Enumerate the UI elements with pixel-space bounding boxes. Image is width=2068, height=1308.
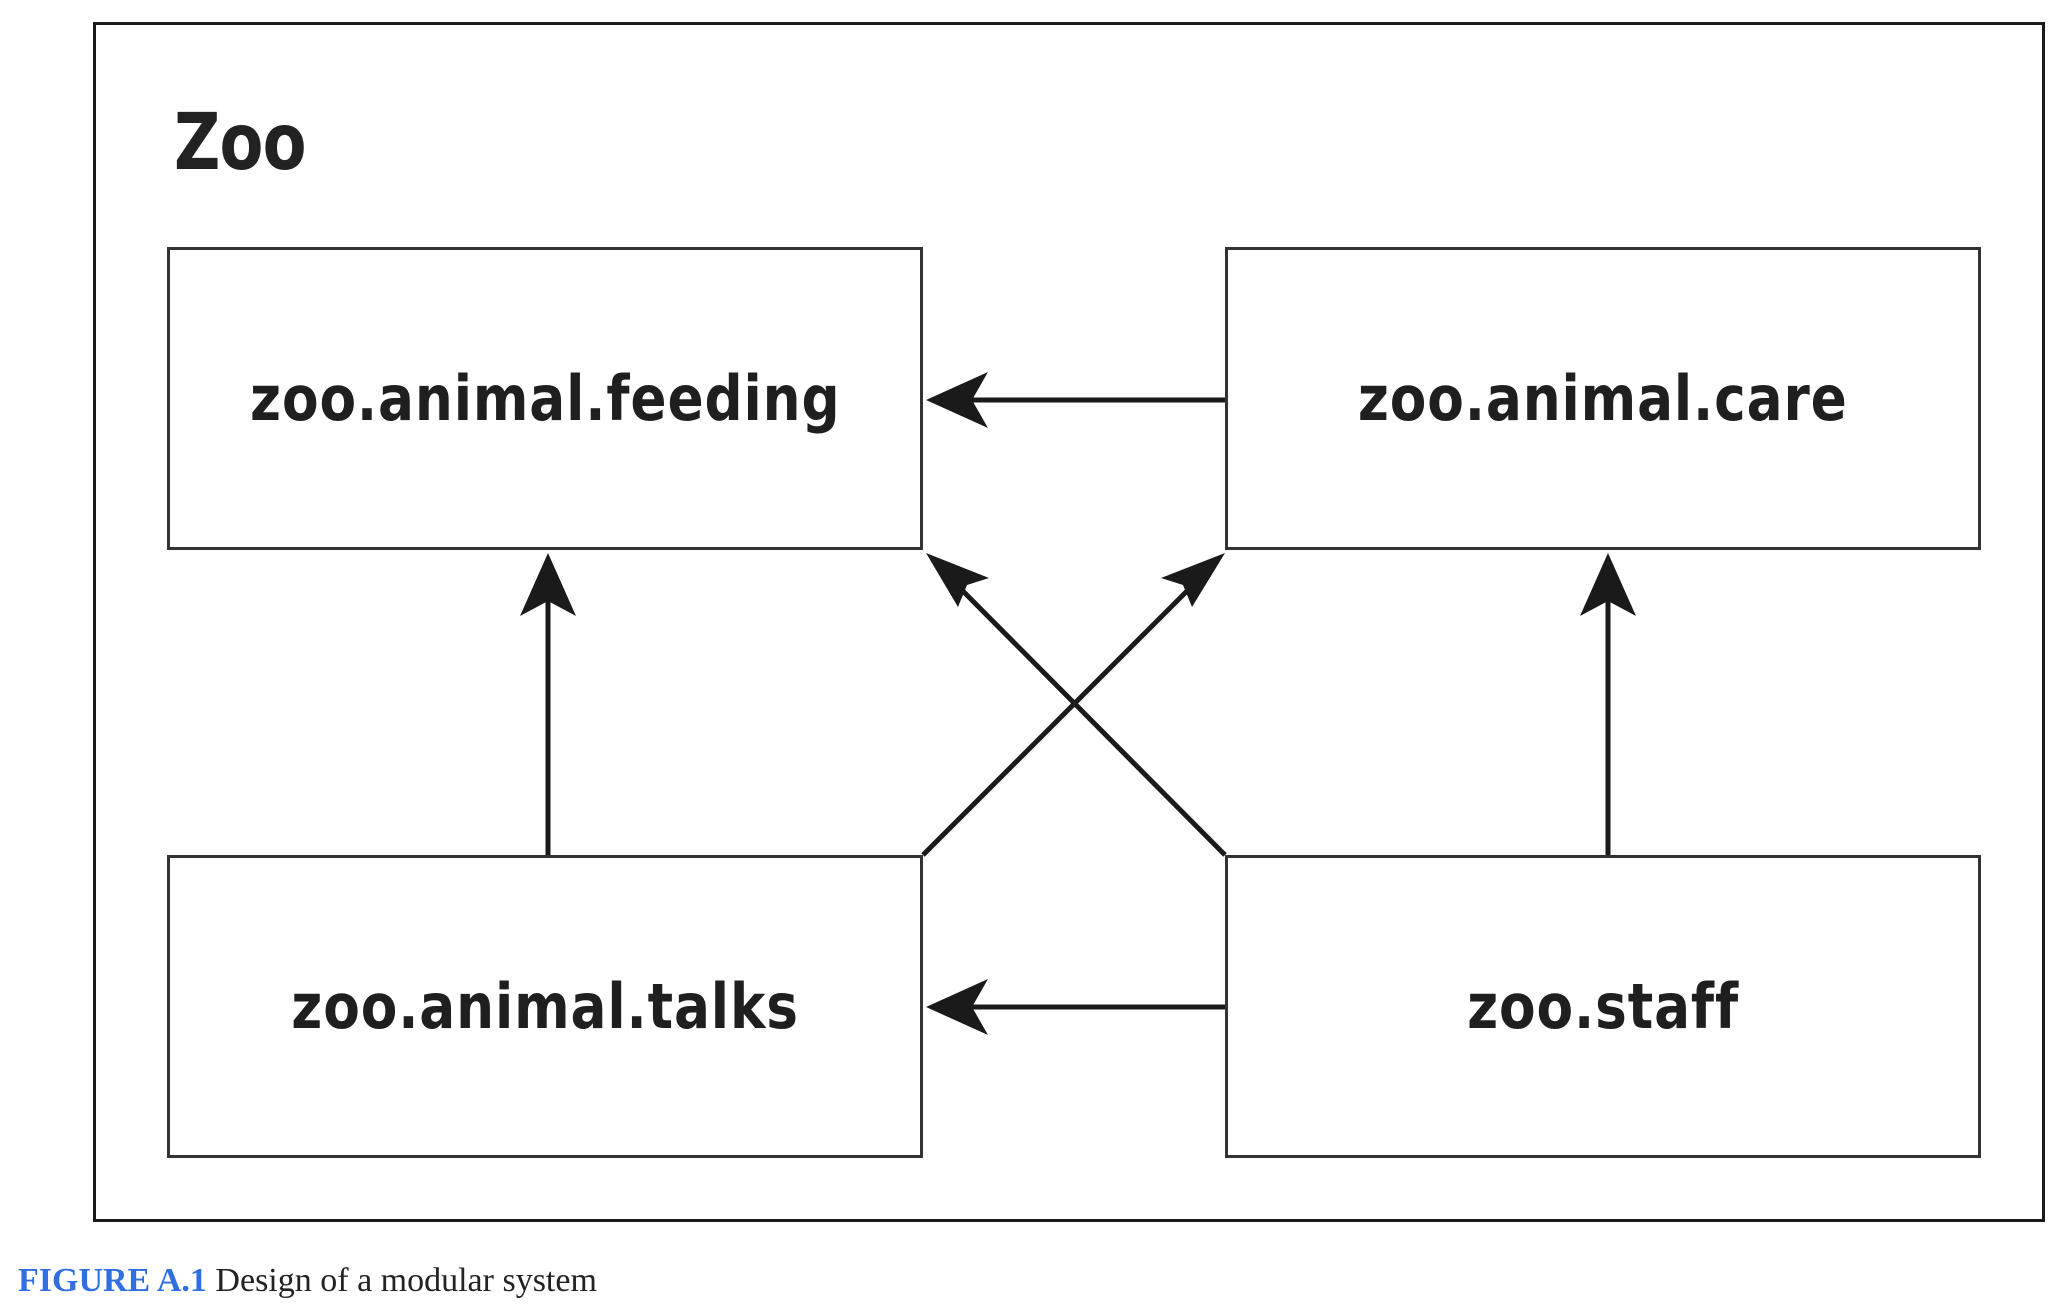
module-box-feeding: zoo.animal.feeding	[167, 247, 923, 550]
figure-caption-text: Design of a modular system	[215, 1262, 597, 1299]
module-box-talks: zoo.animal.talks	[167, 855, 923, 1158]
zoo-container-title: Zoo	[174, 98, 307, 188]
figure-caption: FIGURE A.1 Design of a modular system	[18, 1262, 597, 1300]
module-label-talks: zoo.animal.talks	[291, 970, 799, 1043]
module-label-care: zoo.animal.care	[1358, 362, 1848, 435]
module-box-staff: zoo.staff	[1225, 855, 1981, 1158]
module-box-care: zoo.animal.care	[1225, 247, 1981, 550]
module-label-feeding: zoo.animal.feeding	[249, 362, 841, 435]
module-label-staff: zoo.staff	[1467, 970, 1739, 1043]
figure-caption-label: FIGURE A.1	[18, 1262, 207, 1299]
zoo-container-frame	[93, 22, 2045, 1222]
